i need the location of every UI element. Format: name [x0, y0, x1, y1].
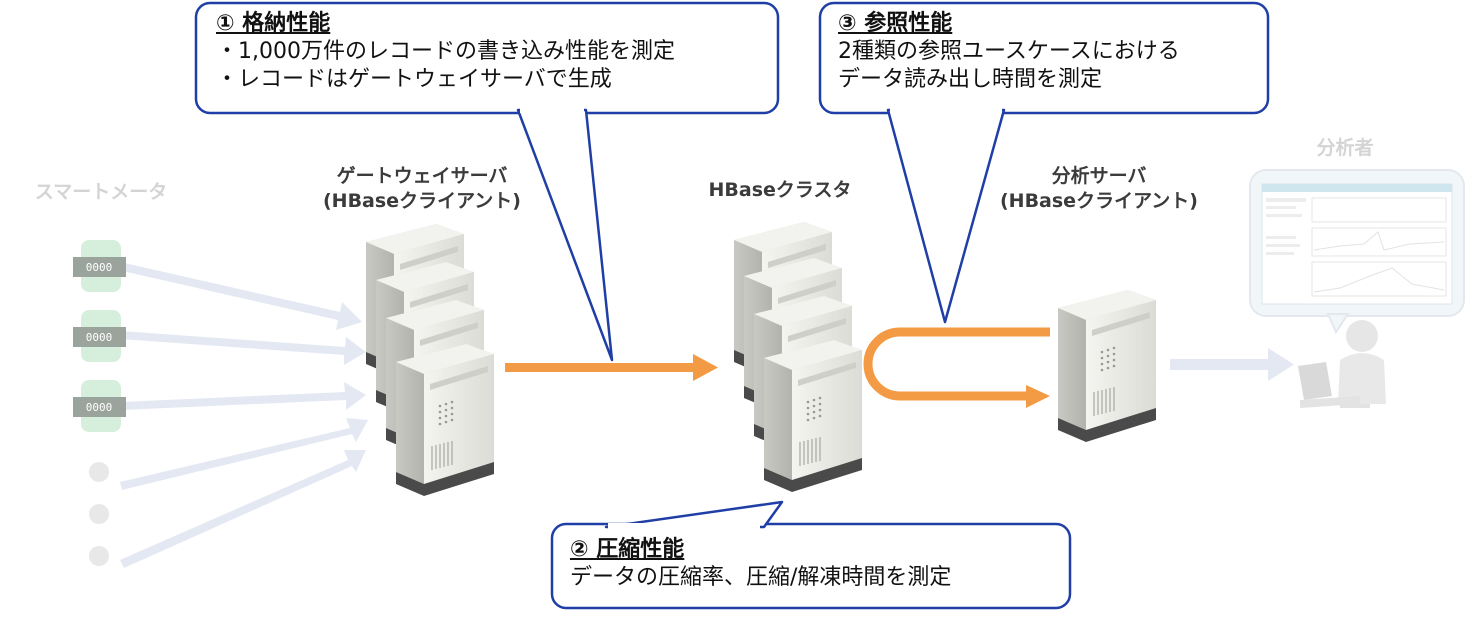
- analyst-figure: [1249, 169, 1465, 408]
- gateway-label-line1: ゲートウェイサーバ: [336, 165, 508, 187]
- analysis-label-line1: 分析サーバ: [1051, 165, 1147, 187]
- ellipsis-dots: [89, 462, 109, 566]
- callout-reference-title: ③ 参照性能: [838, 11, 953, 36]
- smart-meter-label: スマートメータ: [34, 181, 168, 203]
- meter-value: 0000: [86, 331, 113, 344]
- callout-compression-frame: [550, 500, 1072, 610]
- hbase-cluster-label: HBaseクラスタ: [708, 179, 852, 201]
- callout-reference: ③ 参照性能 2種類の参照ユースケースにおける データ読み出し時間を測定: [838, 10, 1180, 94]
- smart-meter-3: 0000: [73, 380, 126, 432]
- analyst-label: 分析者: [1316, 137, 1374, 159]
- callout-storage-line: ・レコードはゲートウェイサーバで生成: [216, 67, 612, 92]
- meter-value: 0000: [86, 401, 113, 414]
- analysis-label-line2: (HBaseクライアント): [999, 190, 1198, 212]
- callout-compression: ② 圧縮性能 データの圧縮率、圧縮/解凍時間を測定: [570, 536, 951, 592]
- read-arrow: [863, 327, 1050, 408]
- analysis-server-label: 分析サーバ (HBaseクライアント): [994, 164, 1204, 214]
- callout-storage-frame: [194, 1, 780, 362]
- callout-reference-frame: [818, 1, 1270, 324]
- callout-reference-line: 2種類の参照ユースケースにおける: [838, 39, 1180, 64]
- hbase-cluster-servers: [733, 221, 863, 493]
- callout-storage: ① 格納性能 ・1,000万件のレコードの書き込み性能を測定 ・レコードはゲート…: [216, 10, 675, 94]
- gateway-label-line2: (HBaseクライアント): [322, 190, 521, 212]
- callout-storage-line: ・1,000万件のレコードの書き込み性能を測定: [216, 39, 675, 64]
- meter-value: 0000: [86, 261, 113, 274]
- write-arrow: [505, 354, 718, 381]
- callout-storage-title: ① 格納性能: [216, 11, 331, 36]
- gateway-label: ゲートウェイサーバ (HBaseクライアント): [322, 164, 522, 214]
- smart-meter-1: 0000: [73, 240, 126, 292]
- analysis-server: [1057, 289, 1157, 443]
- gateway-servers: [365, 223, 495, 497]
- callout-compression-line: データの圧縮率、圧縮/解凍時間を測定: [570, 565, 952, 590]
- callout-reference-line: データ読み出し時間を測定: [838, 67, 1103, 92]
- callout-compression-title: ② 圧縮性能: [570, 537, 685, 562]
- meter-to-gateway-arrows: [118, 262, 368, 568]
- analyst-arrow: [1170, 348, 1294, 381]
- smart-meter-2: 0000: [73, 310, 126, 362]
